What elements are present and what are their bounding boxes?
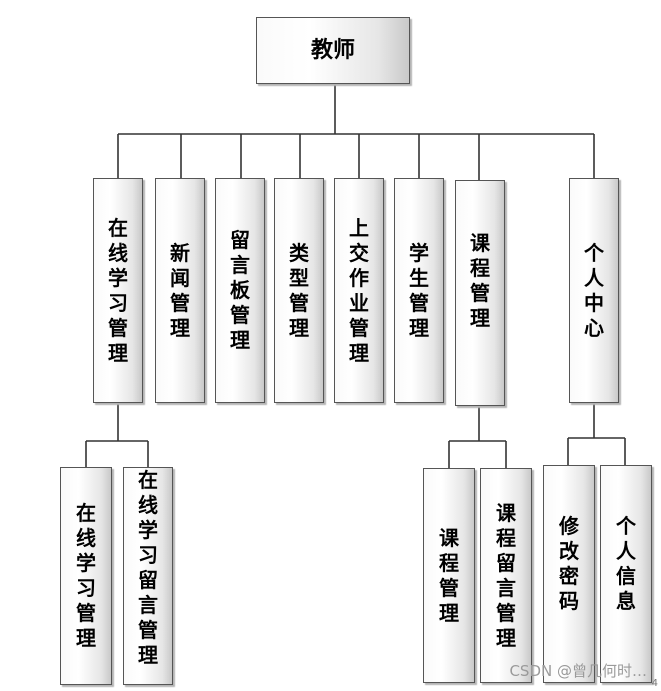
- node-label: 留言板管理: [230, 228, 250, 352]
- node-personal-center: 个人中心: [569, 178, 619, 403]
- node-label: 课程管理: [439, 525, 459, 625]
- node-label: 课程管理: [470, 231, 490, 330]
- node-label: 个人中心: [584, 240, 604, 340]
- node-label: 在线学习留言管理: [138, 468, 158, 667]
- node-course-management: 课程管理: [455, 180, 505, 406]
- node-message-board-management: 留言板管理: [215, 178, 265, 403]
- node-online-learning-message-management: 在线学习留言管理: [123, 467, 173, 685]
- node-label: 个人信息: [616, 514, 636, 613]
- node-course-message-management: 课程留言管理: [480, 468, 532, 683]
- node-news-management: 新闻管理: [155, 178, 205, 403]
- node-personal-info: 个人信息: [600, 465, 652, 683]
- root-node-teacher: 教师: [256, 17, 410, 84]
- node-homework-management: 上交作业管理: [334, 178, 384, 403]
- node-student-management: 学生管理: [394, 178, 444, 403]
- node-online-learning-management-sub: 在线学习管理: [60, 467, 112, 685]
- node-label: 课程留言管理: [496, 500, 516, 650]
- node-change-password: 修改密码: [543, 465, 595, 683]
- node-online-learning-management: 在线学习管理: [93, 178, 143, 403]
- corner-mark: 4: [651, 678, 658, 689]
- node-label: 新闻管理: [170, 240, 190, 340]
- node-label: 类型管理: [289, 240, 309, 340]
- node-course-management-sub: 课程管理: [423, 468, 475, 683]
- node-label: 在线学习管理: [76, 501, 96, 650]
- node-label: 在线学习管理: [108, 215, 128, 365]
- node-label: 学生管理: [409, 240, 429, 340]
- node-type-management: 类型管理: [274, 178, 324, 403]
- node-label: 上交作业管理: [349, 215, 369, 365]
- watermark: CSDN @曾几何时…: [509, 662, 647, 680]
- node-label: 修改密码: [559, 514, 579, 613]
- root-label: 教师: [310, 37, 355, 63]
